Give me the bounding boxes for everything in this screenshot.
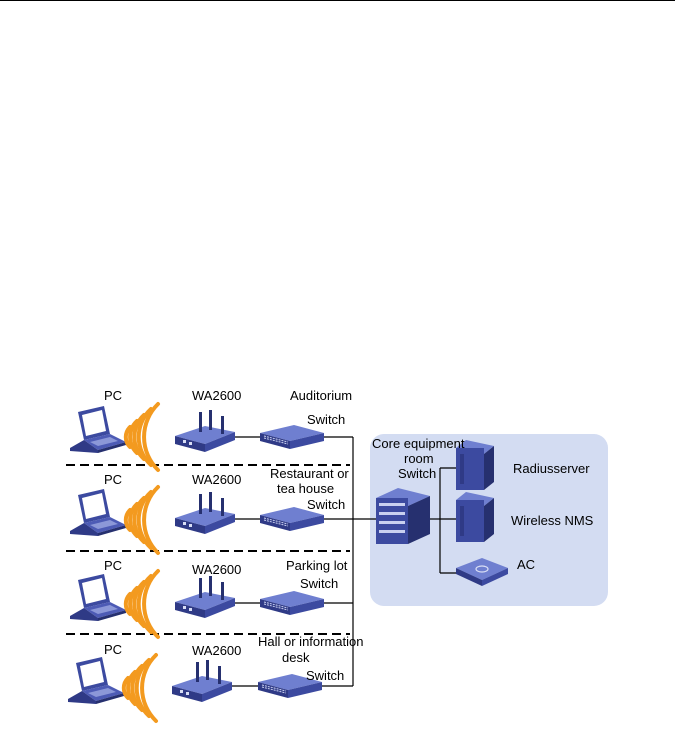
core-title-line1: Core equipment bbox=[372, 436, 465, 451]
ap-label: WA2600 bbox=[192, 643, 241, 658]
laptop-icon bbox=[70, 489, 126, 536]
wifi-waves-icon bbox=[124, 655, 156, 721]
laptop-icon bbox=[70, 574, 126, 621]
wifi-waves-icon bbox=[126, 487, 158, 553]
location-label-line2: desk bbox=[282, 650, 309, 665]
radius-server-label: Radiusserver bbox=[513, 461, 590, 476]
pc-label: PC bbox=[104, 558, 122, 573]
location-label: Parking lot bbox=[286, 558, 347, 573]
switch-label: Switch bbox=[307, 497, 345, 512]
access-point-icon bbox=[175, 576, 235, 618]
laptop-icon bbox=[70, 406, 126, 453]
ap-label: WA2600 bbox=[192, 472, 241, 487]
core-switch-icon bbox=[376, 488, 430, 544]
pc-label: PC bbox=[104, 642, 122, 657]
switch-icon bbox=[260, 425, 324, 449]
switch-icon bbox=[260, 591, 324, 615]
wifi-waves-icon bbox=[126, 404, 158, 470]
access-point-icon bbox=[172, 660, 232, 702]
location-label-line1: Hall or information bbox=[258, 634, 364, 649]
location-label-line2: tea house bbox=[277, 481, 334, 496]
wifi-waves-icon bbox=[126, 571, 158, 637]
server-icon bbox=[456, 492, 494, 542]
location-label: Auditorium bbox=[290, 388, 352, 403]
core-switch-label: Switch bbox=[398, 466, 436, 481]
pc-label: PC bbox=[104, 388, 122, 403]
access-point-icon bbox=[175, 410, 235, 452]
laptop-icon bbox=[68, 657, 124, 704]
location-label-line1: Restaurant or bbox=[270, 466, 349, 481]
access-point-icon bbox=[175, 492, 235, 534]
wireless-nms-label: Wireless NMS bbox=[511, 513, 593, 528]
switch-label: Switch bbox=[300, 576, 338, 591]
core-title-line2: room bbox=[404, 451, 434, 466]
pc-label: PC bbox=[104, 472, 122, 487]
ac-label: AC bbox=[517, 557, 535, 572]
switch-label: Switch bbox=[307, 412, 345, 427]
ap-label: WA2600 bbox=[192, 562, 241, 577]
switch-label: Switch bbox=[306, 668, 344, 683]
ap-label: WA2600 bbox=[192, 388, 241, 403]
